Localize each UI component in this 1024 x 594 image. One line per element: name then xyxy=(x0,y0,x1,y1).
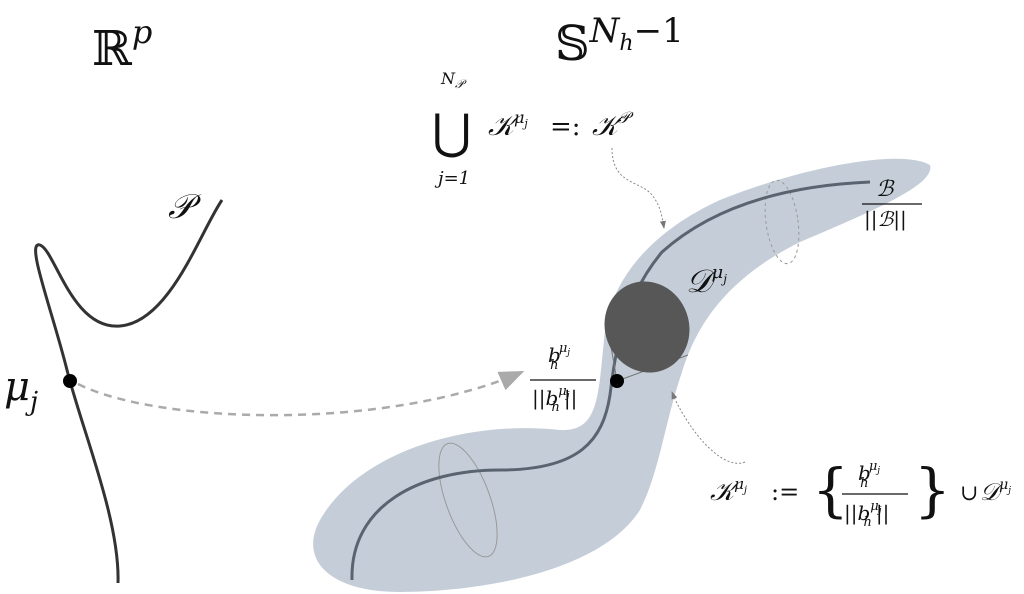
parameter-point xyxy=(63,374,77,388)
parameter-curve xyxy=(34,199,224,584)
sphere-point xyxy=(610,374,624,388)
sphere-label: 𝕊Nh−1 xyxy=(555,11,684,72)
svg-text:ℬ: ℬ xyxy=(876,177,895,202)
svg-text:𝒦μj: 𝒦μj xyxy=(710,475,747,507)
manifold-curve xyxy=(350,180,871,581)
svg-text:{: { xyxy=(812,456,849,524)
disk-D xyxy=(604,281,690,373)
svg-text:⋃: ⋃ xyxy=(432,104,471,160)
union-definition: N𝒫 ⋃ j=1 𝒦μj =: 𝒦𝒫 xyxy=(432,69,634,189)
param-curve-label: 𝒫 xyxy=(168,187,202,227)
svg-text:=:: =: xyxy=(550,112,581,142)
svg-text:𝒦𝒫: 𝒦𝒫 xyxy=(592,108,634,142)
cross-section-upper xyxy=(764,179,800,265)
svg-text:}: } xyxy=(914,456,951,524)
svg-text::=: := xyxy=(771,478,799,506)
manifold-tube xyxy=(313,158,931,592)
param-point-label: μj xyxy=(4,364,38,417)
param-space-label: ℝp xyxy=(92,13,152,77)
union-arrow xyxy=(611,147,666,229)
B-normalized-label: ℬ ||ℬ|| xyxy=(862,177,922,232)
cross-section-lower xyxy=(438,442,498,558)
svg-text:∪: ∪ xyxy=(960,481,978,506)
svg-text:𝒟μj: 𝒟μj xyxy=(980,477,1011,506)
svg-text:N𝒫: N𝒫 xyxy=(440,69,467,91)
svg-text:j=1: j=1 xyxy=(434,168,470,189)
svg-text:𝒦μj: 𝒦μj xyxy=(488,108,528,142)
mapping-arrow xyxy=(77,370,525,417)
svg-text:||ℬ||: ||ℬ|| xyxy=(864,207,907,232)
K-arrow xyxy=(671,391,746,464)
